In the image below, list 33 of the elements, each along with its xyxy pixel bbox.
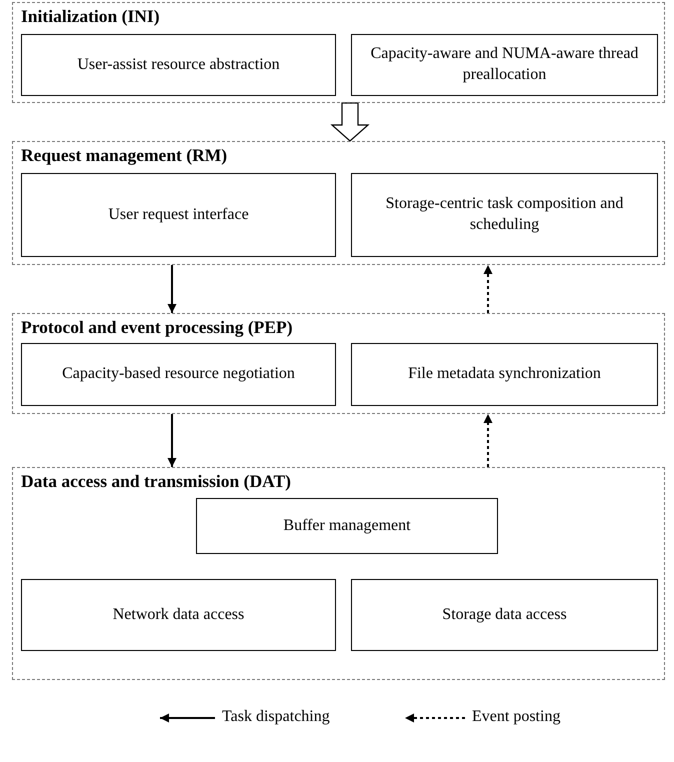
legend-text: Task dispatching bbox=[222, 708, 330, 726]
module-box bbox=[21, 173, 336, 257]
module-box bbox=[21, 579, 336, 651]
layer-title: Initialization (INI) bbox=[21, 6, 160, 27]
module-box bbox=[21, 343, 336, 406]
layer-title: Data access and transmission (DAT) bbox=[21, 471, 291, 492]
module-label: Buffer management bbox=[283, 516, 411, 536]
module-label: File metadata synchronization bbox=[408, 364, 601, 384]
arrow bbox=[168, 265, 176, 313]
dashed-arrow bbox=[484, 265, 492, 313]
layer-title: Request management (RM) bbox=[21, 145, 228, 166]
module-label: Capacity-based resource negotiation bbox=[62, 364, 295, 384]
layer-panel bbox=[12, 141, 665, 265]
module-label: Capacity-aware and NUMA-aware thread preallocation bbox=[370, 44, 639, 85]
dashed-arrow bbox=[484, 414, 492, 467]
hollow-arrow bbox=[330, 102, 370, 142]
legend-text: Event posting bbox=[472, 708, 560, 726]
module-label: Storage-centric task composition and scheduling bbox=[384, 194, 624, 235]
layer-panel bbox=[12, 2, 665, 103]
module-box bbox=[351, 343, 658, 406]
layer-panel bbox=[12, 467, 665, 680]
module-label: Storage data access bbox=[442, 604, 567, 625]
module-box bbox=[351, 579, 658, 651]
arrow bbox=[168, 414, 176, 467]
module-label: Network data access bbox=[112, 604, 244, 625]
module-box bbox=[21, 34, 336, 96]
module-box bbox=[351, 34, 658, 96]
layer-panel bbox=[12, 313, 665, 414]
module-box bbox=[196, 498, 498, 554]
module-label: User-assist resource abstraction bbox=[77, 54, 280, 75]
layer-title: Protocol and event processing (PEP) bbox=[21, 317, 293, 338]
module-box bbox=[351, 173, 658, 257]
module-label: User request interface bbox=[108, 204, 249, 225]
